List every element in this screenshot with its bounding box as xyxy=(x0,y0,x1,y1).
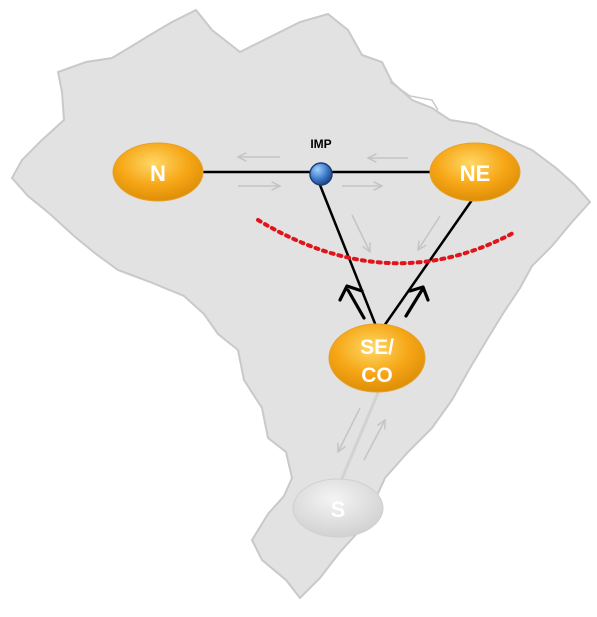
export-arrow-right xyxy=(404,285,430,318)
imp-hub-node: IMP xyxy=(309,137,333,186)
faint-arrow-imp-to-seco xyxy=(351,214,370,252)
transfer-limit-arc xyxy=(256,218,517,266)
region-node-s: S xyxy=(292,478,384,538)
imp-hub-label: IMP xyxy=(310,137,331,151)
region-node-n: N xyxy=(112,142,204,202)
region-label-s: S xyxy=(331,497,346,522)
export-arrow-left xyxy=(338,284,366,320)
region-label-ne: NE xyxy=(460,161,491,186)
region-label-n: N xyxy=(150,161,166,186)
faint-arrow-ne-to-seco xyxy=(418,215,441,250)
map-inner-detail xyxy=(389,81,439,111)
faint-arrow-seco-to-s xyxy=(338,407,361,452)
region-label-co: CO xyxy=(361,364,393,387)
region-node-ne: NE xyxy=(429,142,521,202)
link-s-seco xyxy=(336,387,382,489)
faint-arrow-s-to-seco xyxy=(363,420,385,461)
region-label-se: SE/ xyxy=(360,336,394,359)
region-node-seco: SE/ CO xyxy=(328,323,426,393)
